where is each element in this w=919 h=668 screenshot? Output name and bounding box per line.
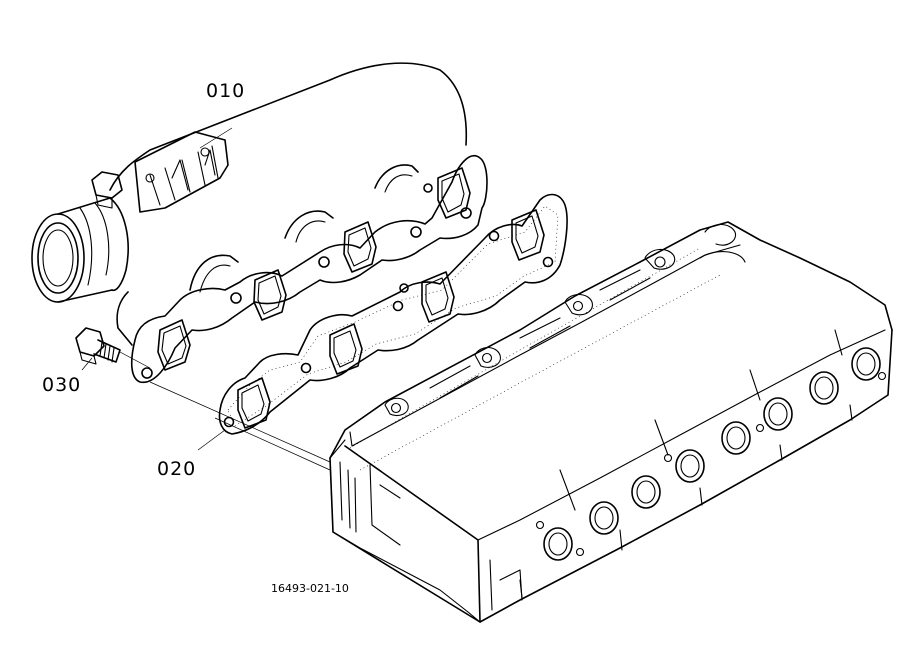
stud-bolt [75, 327, 121, 365]
figure-number: 16493-021-10 [271, 582, 349, 595]
assembly-line-1 [149, 381, 331, 463]
assembly-line-2 [119, 351, 151, 369]
leader-line-gasket [197, 429, 226, 451]
callout-stud: 030 [42, 374, 82, 396]
head-port-bores [535, 347, 887, 561]
callout-gasket: 020 [157, 458, 197, 480]
leader-line-stud [81, 357, 93, 371]
cylinder-head [329, 221, 893, 623]
assembly-line-3 [214, 417, 331, 471]
exhaust-gasket [218, 193, 568, 435]
callout-manifold: 010 [206, 80, 246, 102]
exhaust-manifold [31, 62, 488, 383]
